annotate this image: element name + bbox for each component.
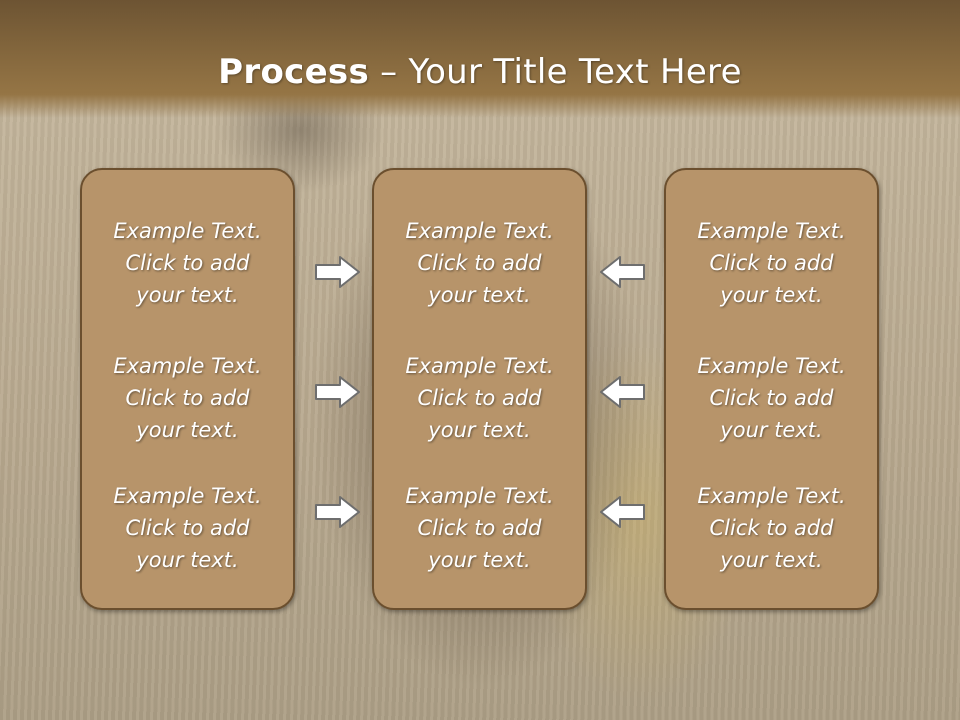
text-line: Click to add: [417, 516, 542, 540]
left-arrow-icon: [600, 256, 645, 288]
text-line: Example Text.: [113, 354, 262, 378]
text-line: Example Text.: [113, 219, 262, 243]
text-line: Click to add: [709, 386, 834, 410]
text-line: Example Text.: [405, 484, 554, 508]
text-line: Click to add: [125, 251, 250, 275]
text-line: your text.: [720, 418, 823, 442]
text-line: Click to add: [709, 516, 834, 540]
left-arrow-icon: [600, 376, 645, 408]
right-arrow-icon: [315, 496, 360, 528]
text-box-left[interactable]: Example Text. Click to add your text. Ex…: [80, 168, 295, 610]
text-item[interactable]: Example Text. Click to add your text.: [666, 480, 877, 576]
text-item[interactable]: Example Text. Click to add your text.: [374, 480, 585, 576]
text-line: Example Text.: [697, 354, 846, 378]
text-line: Example Text.: [697, 484, 846, 508]
text-line: your text.: [428, 283, 531, 307]
text-line: your text.: [720, 548, 823, 572]
right-arrow-icon: [315, 376, 360, 408]
title-rest: – Your Title Text Here: [369, 52, 742, 92]
left-arrow-icon: [600, 496, 645, 528]
text-line: Example Text.: [697, 219, 846, 243]
text-item[interactable]: Example Text. Click to add your text.: [374, 350, 585, 446]
right-arrow-icon: [315, 256, 360, 288]
text-line: your text.: [428, 418, 531, 442]
text-line: Click to add: [417, 251, 542, 275]
text-line: your text.: [136, 418, 239, 442]
text-line: your text.: [720, 283, 823, 307]
text-line: Click to add: [417, 386, 542, 410]
text-line: Click to add: [125, 386, 250, 410]
text-item[interactable]: Example Text. Click to add your text.: [666, 350, 877, 446]
text-item[interactable]: Example Text. Click to add your text.: [82, 215, 293, 311]
text-line: Example Text.: [405, 219, 554, 243]
text-item[interactable]: Example Text. Click to add your text.: [666, 215, 877, 311]
text-line: Example Text.: [405, 354, 554, 378]
text-line: Example Text.: [113, 484, 262, 508]
title-bar: [0, 0, 960, 118]
text-line: your text.: [136, 283, 239, 307]
text-item[interactable]: Example Text. Click to add your text.: [374, 215, 585, 311]
slide-title[interactable]: Process – Your Title Text Here: [0, 52, 960, 92]
text-box-right[interactable]: Example Text. Click to add your text. Ex…: [664, 168, 879, 610]
text-item[interactable]: Example Text. Click to add your text.: [82, 480, 293, 576]
text-line: your text.: [136, 548, 239, 572]
text-box-center[interactable]: Example Text. Click to add your text. Ex…: [372, 168, 587, 610]
text-line: Click to add: [125, 516, 250, 540]
text-line: your text.: [428, 548, 531, 572]
title-bold: Process: [218, 52, 370, 92]
text-line: Click to add: [709, 251, 834, 275]
text-item[interactable]: Example Text. Click to add your text.: [82, 350, 293, 446]
